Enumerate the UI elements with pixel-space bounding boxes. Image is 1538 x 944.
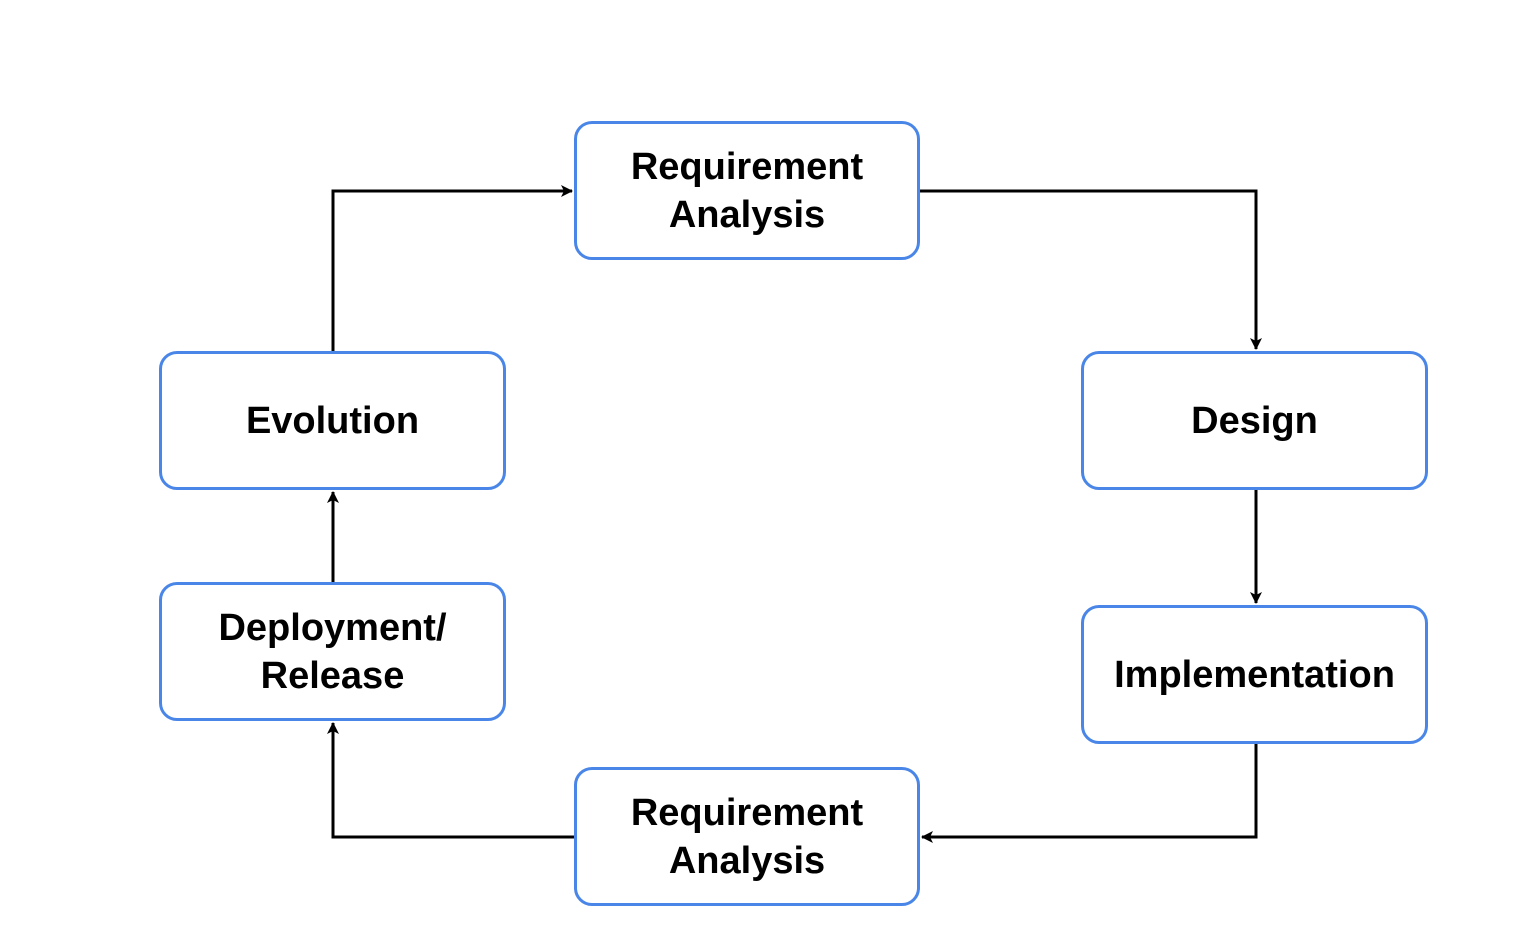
- node-evolution: Evolution: [159, 351, 506, 490]
- arrow-requirement-to-design: [920, 189, 1262, 350]
- node-deployment-release: Deployment/ Release: [159, 582, 506, 721]
- node-label: Deployment/ Release: [218, 606, 447, 697]
- arrow-evolution-to-requirement: [331, 185, 573, 351]
- node-label: Evolution: [245, 399, 420, 442]
- node-requirement-analysis-bottom: Requirement Analysis: [574, 767, 920, 906]
- node-design: Design: [1081, 351, 1428, 490]
- node-label: Implementation: [1114, 653, 1395, 696]
- arrow-requirement-to-deployment: [327, 722, 574, 839]
- node-implementation: Implementation: [1081, 605, 1428, 744]
- node-label: Requirement Analysis: [630, 791, 864, 882]
- node-label: Requirement Analysis: [630, 145, 864, 236]
- node-requirement-analysis-top: Requirement Analysis: [574, 121, 920, 260]
- node-label: Design: [1191, 399, 1318, 442]
- arrow-implementation-to-requirement: [921, 744, 1258, 843]
